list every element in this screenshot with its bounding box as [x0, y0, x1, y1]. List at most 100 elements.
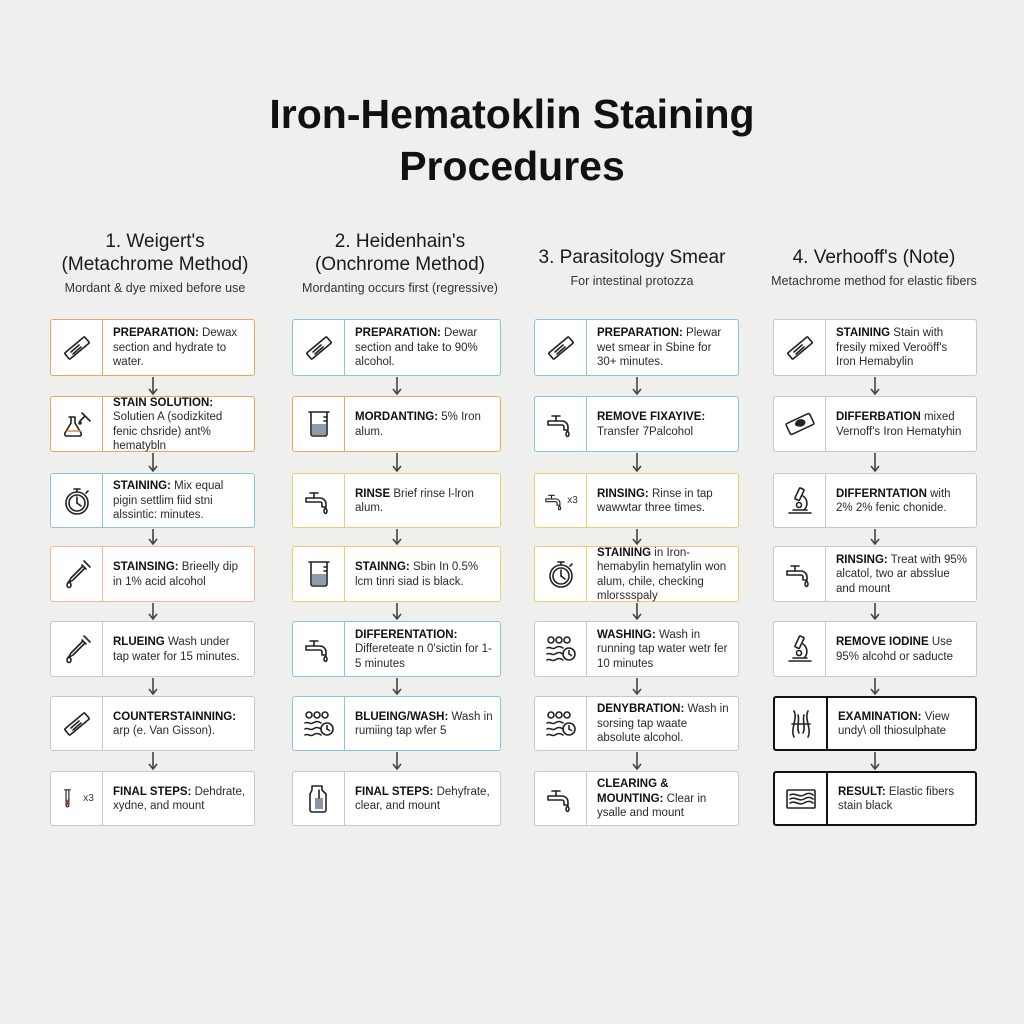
step-heading: DIFFERENTATION: — [355, 628, 458, 641]
flow-arrow — [391, 603, 402, 621]
column-header-2: 2. Heidenhain's(Onchrome Method) Mordanti… — [270, 230, 530, 296]
flow-arrow — [631, 377, 642, 396]
beaker-icon — [293, 547, 345, 601]
flow-arrow — [147, 603, 158, 621]
slide-icon — [51, 697, 103, 750]
step-card: DENYBRATION: Wash in sorsing tap waate a… — [534, 696, 739, 751]
step-card: RINSE Brief rinse l-lron alum. — [292, 473, 501, 528]
step-heading: RESULT: — [838, 785, 886, 798]
step-description: Plewar wet smear in Sbine for 30+ minute… — [597, 327, 722, 369]
step-description: Wash in running tap water wetr fer 10 mi… — [597, 628, 728, 670]
step-description: with 2% 2% fenic chonide. — [836, 487, 951, 515]
title-line-1: Iron-Hematoklin Staining — [269, 91, 755, 137]
step-card: RESULT: Elastic fibers stain black — [773, 771, 977, 826]
step-heading: DENYBRATION: — [597, 703, 685, 716]
slide-icon — [774, 320, 826, 375]
column-subtitle: Metachrome method for elastic fibers — [771, 274, 977, 288]
step-card: REMOVE IODINE Use 95% alcohd or saducte — [773, 621, 977, 677]
step-heading: STAINING — [836, 327, 891, 340]
flow-arrow — [147, 377, 158, 396]
step-description: arp (e. Van Gisson). — [113, 725, 216, 737]
flow-arrow — [147, 453, 158, 473]
step-heading: STAIN SOLUTION: — [113, 396, 214, 409]
flow-arrow — [870, 678, 880, 696]
step-heading: REMOVE FIXAYIVE: — [597, 411, 706, 423]
step-description: Sbin In 0.5% lcm tinri siad is black. — [355, 561, 479, 588]
step-card: DIFFERNTATION with 2% 2% fenic chonide. — [773, 473, 977, 528]
flask-dropper-icon — [51, 397, 103, 451]
flow-arrow — [391, 529, 402, 546]
step-card: STAINSING: Brieelly dip in 1% acid alcoh… — [50, 546, 255, 602]
step-card: STAINING Stain with fresily mixed Veroöf… — [773, 319, 977, 376]
step-card: DIFFERBATION mixed Vernoff's Iron Hematy… — [773, 396, 977, 452]
flow-arrow — [870, 377, 880, 396]
step-heading: MORDANTING: — [355, 411, 439, 423]
step-description: 5% Iron alum. — [355, 411, 481, 438]
step-card: CLEARING & MOUNTING: Clear in ysalle and… — [534, 771, 739, 826]
step-heading: STAINING: — [113, 480, 171, 493]
step-description: Use 95% alcohd or saducte — [836, 636, 953, 663]
step-description: mixed Vernoff's Iron Hematyhin — [836, 411, 962, 438]
column-title-line-2: (Metachrome Method) — [61, 254, 249, 275]
step-description: Elastic fibers stain black — [838, 785, 955, 813]
column-subtitle: For intestinal protozza — [570, 274, 694, 288]
flow-arrow — [631, 453, 642, 473]
stopwatch-icon — [535, 547, 587, 601]
column-subtitle: Mordanting occurs first (regressive) — [302, 281, 498, 295]
step-description: Dehyfrate, clear, and mount — [355, 785, 490, 813]
step-card: EXAMINATION: View undy\ oll thiosulphate — [773, 696, 977, 751]
flow-arrow — [391, 453, 402, 473]
step-heading: STAINNG: — [355, 561, 410, 573]
step-description: in Iron-hemabylin hematylin won alum, ch… — [597, 546, 727, 603]
column-title: 2. Heidenhain's — [334, 231, 466, 252]
flow-arrow — [391, 678, 402, 696]
flow-arrow — [631, 603, 642, 621]
step-description: Brieelly dip in 1% acid alcohol — [113, 561, 239, 588]
step-card: STAINNG: Sbin In 0.5% lcm tinri siad is … — [292, 546, 501, 602]
flow-arrow — [870, 603, 880, 621]
step-description: Mix equal pigin settlim fiid stni alssin… — [113, 480, 224, 522]
step-card: STAINING: Mix equal pigin settlim fiid s… — [50, 473, 255, 528]
flow-arrow — [631, 529, 642, 546]
dropper-icon — [51, 622, 103, 676]
step-heading: EXAMINATION: — [838, 710, 922, 723]
microscope-icon — [774, 622, 826, 676]
step-card: STAIN SOLUTION: Solutien A (sodizkited f… — [50, 396, 255, 452]
step-description: Dewar section and take to 90% alcohol. — [355, 327, 478, 369]
step-description: Dehdrate, xydne, and mount — [113, 785, 246, 813]
faucet-icon — [293, 474, 345, 527]
faucet-icon: x3 — [535, 474, 587, 527]
step-card: PREPARATION: Dewar section and take to 9… — [292, 319, 501, 376]
step-description: Wash in rumiing tap wfer 5 — [355, 710, 493, 738]
step-heading: BLUEING/WASH: — [355, 710, 449, 723]
step-description: Clear in ysalle and mount — [597, 792, 707, 820]
step-heading: FINAL STEPS: — [113, 785, 192, 798]
test-tube-icon: x3 — [51, 772, 103, 825]
slide-icon — [51, 320, 103, 375]
step-card: PREPARATION: Plewar wet smear in Sbine f… — [534, 319, 739, 376]
step-heading: PREPARATION: — [113, 327, 199, 340]
step-description: Transfer 7Palcohol — [597, 425, 694, 438]
dropper-icon — [51, 547, 103, 601]
step-heading: WASHING: — [597, 628, 656, 641]
column-title: 4. Verhooff's (Note) — [792, 247, 956, 268]
step-card: BLUEING/WASH: Wash in rumiing tap wfer 5 — [292, 696, 501, 751]
flow-arrow — [631, 752, 642, 771]
step-description: Stain with fresily mixed Veroöff's Iron … — [836, 327, 948, 369]
step-description: Dewax section and hydrate to water. — [113, 327, 238, 369]
water-timer-icon — [293, 697, 345, 750]
flow-arrow — [147, 678, 158, 696]
step-card: x3 FINAL STEPS: Dehdrate, xydne, and moun… — [50, 771, 255, 826]
water-timer-icon — [535, 622, 587, 676]
step-heading: STAINING — [597, 546, 652, 559]
step-heading: RINSING: — [597, 487, 649, 500]
flow-arrow — [147, 752, 158, 771]
step-card: RINSING: Treat with 95% alcatol, two ar … — [773, 546, 977, 602]
step-heading: RLUEING — [113, 636, 165, 648]
slide-icon — [293, 320, 345, 375]
column-title-line-2: (Onchrome Method) — [314, 254, 485, 275]
jar-icon — [293, 772, 345, 825]
step-card: RLUEING Wash under tap water for 15 minu… — [50, 621, 255, 677]
